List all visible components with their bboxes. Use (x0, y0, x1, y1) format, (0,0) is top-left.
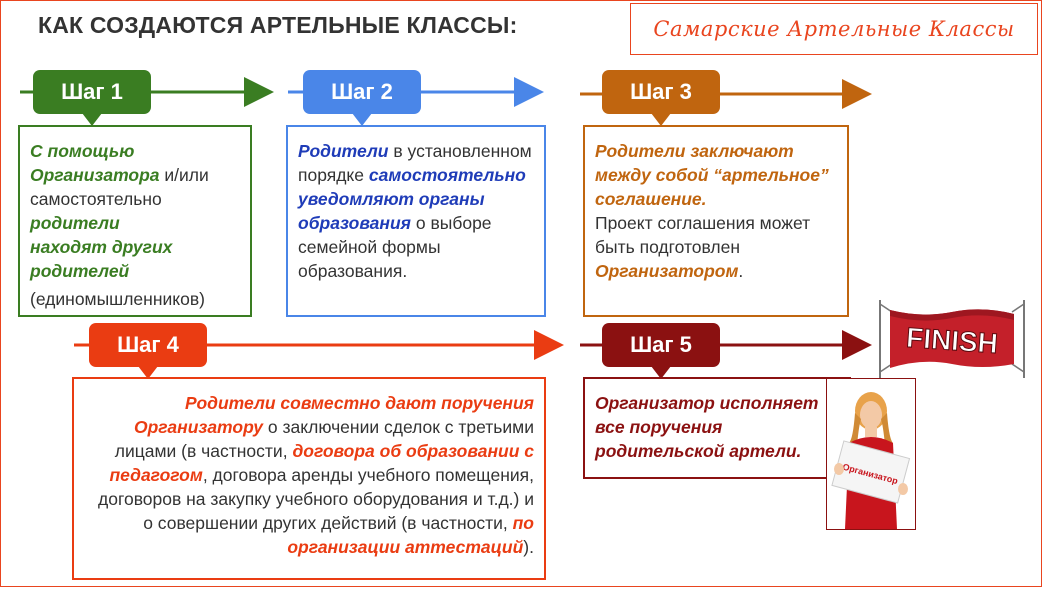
step1-text-4: родители (30, 213, 120, 233)
step1-text-1: С помощью (30, 141, 134, 161)
step1-label: Шаг 1 (61, 79, 123, 105)
finish-text: FINISH (905, 322, 999, 359)
step5-box: Организатор исполняет все поручения роди… (583, 377, 851, 479)
step3-text-1: Родители заключают между собой “артельно… (595, 141, 829, 209)
step5-text-1: Организатор исполняет все поручения роди… (595, 393, 819, 461)
step3-label: Шаг 3 (630, 79, 692, 105)
step2-box: Родители в установленном порядке самосто… (286, 125, 546, 317)
step3-tag: Шаг 3 (602, 70, 720, 114)
step3-text-2: Проект соглашения может быть подготовлен (595, 213, 810, 257)
step3-text-4: . (738, 261, 743, 281)
step1-text-6: родителей (30, 261, 129, 281)
step1-text-2: Организатора (30, 165, 160, 185)
step4-text-2: Организатору (134, 417, 263, 437)
step4-text-1: Родители совместно дают поручения (185, 393, 534, 413)
step1-text-5: находят других (30, 237, 172, 257)
step4-label: Шаг 4 (117, 332, 179, 358)
finish-banner: FINISH (872, 298, 1032, 380)
step3-text-3: Организатором (595, 261, 738, 281)
step5-tag: Шаг 5 (602, 323, 720, 367)
step1-tag: Шаг 1 (33, 70, 151, 114)
step4-tag: Шаг 4 (89, 323, 207, 367)
step3-box: Родители заключают между собой “артельно… (583, 125, 849, 317)
step2-tag: Шаг 2 (303, 70, 421, 114)
organizer-image: Организатор (826, 378, 916, 530)
step5-label: Шаг 5 (630, 332, 692, 358)
step4-text-7: ). (523, 537, 534, 557)
step2-text-1: Родители (298, 141, 389, 161)
step1-text-7: (единомышленников) (30, 289, 205, 309)
step1-box: С помощью Организатора и/или самостоятел… (18, 125, 252, 317)
step2-label: Шаг 2 (331, 79, 393, 105)
step4-box: Родители совместно дают поручения Органи… (72, 377, 546, 580)
